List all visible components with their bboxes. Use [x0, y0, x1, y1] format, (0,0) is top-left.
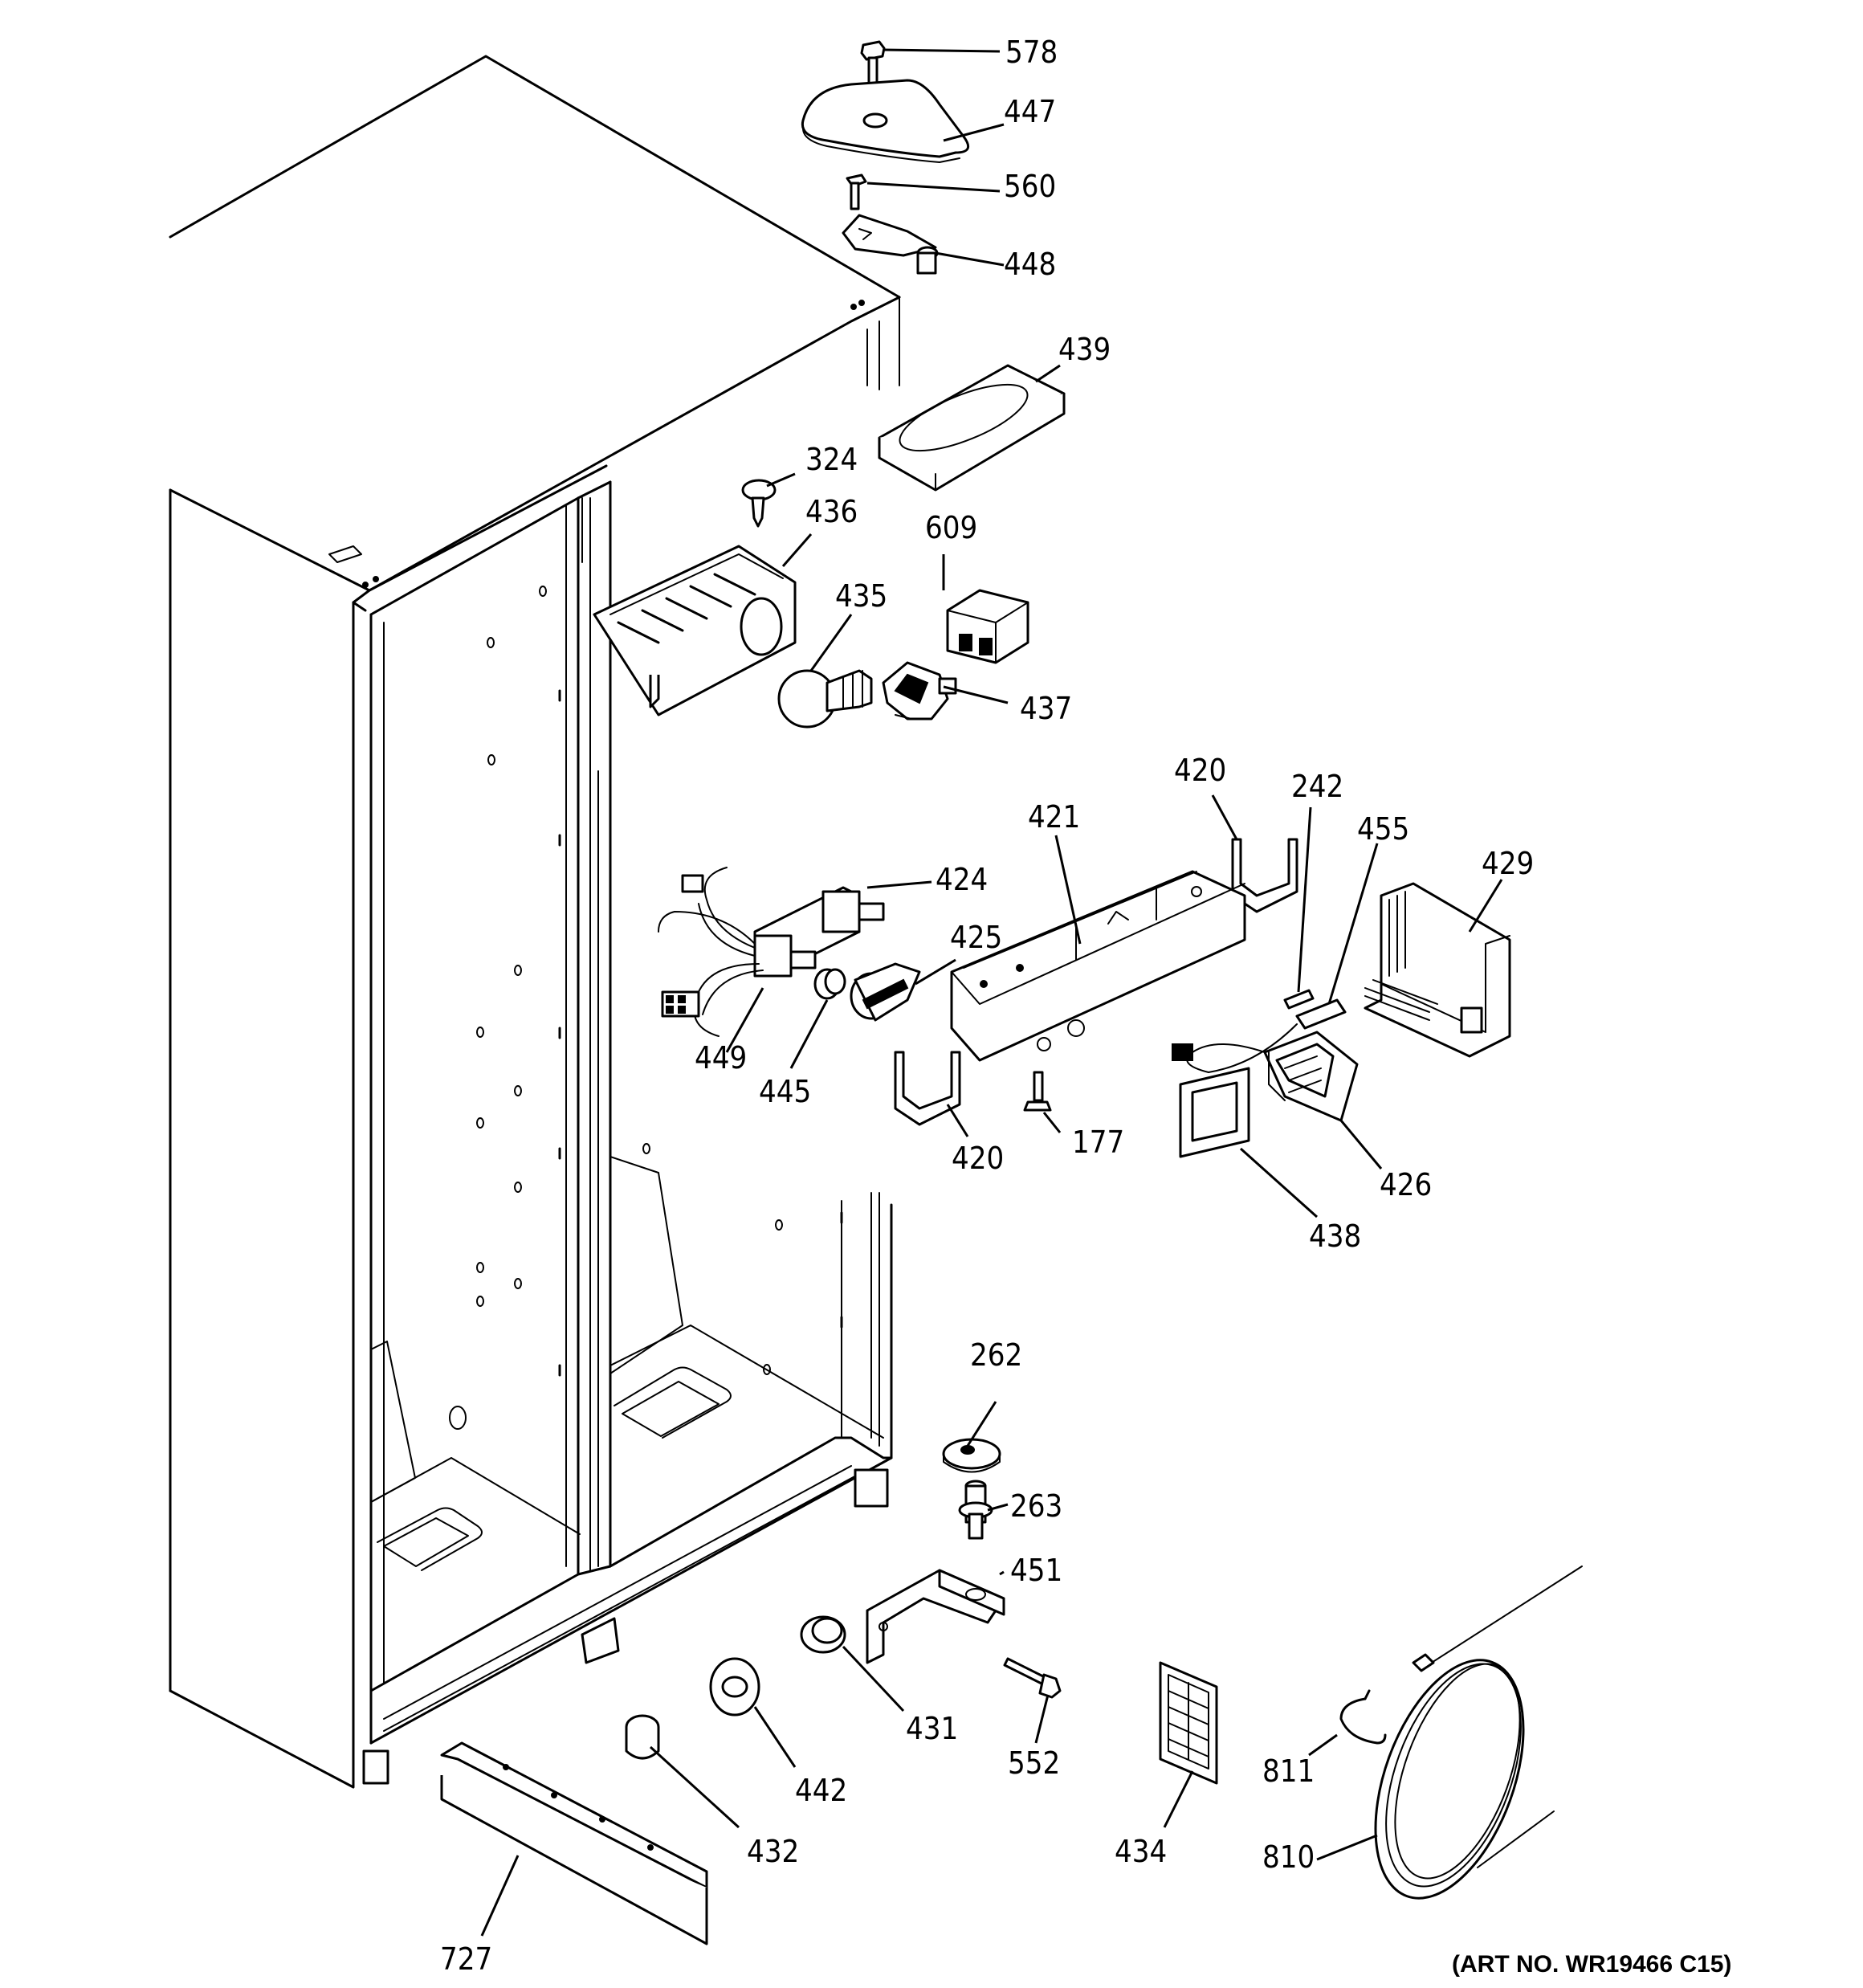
- callout-437: 437: [1020, 691, 1072, 726]
- part-448-hinge[interactable]: [842, 214, 939, 275]
- part-263-hinge-pin[interactable]: [958, 1480, 993, 1540]
- callout-810: 810: [1262, 1839, 1315, 1875]
- part-609-relay[interactable]: [946, 589, 1029, 664]
- callout-449: 449: [695, 1040, 747, 1076]
- part-451-bottom-hinge[interactable]: [866, 1569, 1005, 1664]
- callout-434: 434: [1115, 1834, 1167, 1869]
- part-438-frame[interactable]: [1179, 1067, 1250, 1158]
- callout-labels: 578 447 560 448 439 324 436 609 435 437 …: [440, 35, 1534, 1977]
- part-420-bracket-lower[interactable]: [894, 1051, 961, 1126]
- callout-424: 424: [936, 862, 988, 897]
- callout-429: 429: [1482, 846, 1534, 881]
- callout-811: 811: [1262, 1753, 1315, 1789]
- callout-609: 609: [925, 510, 977, 545]
- callout-324: 324: [805, 442, 858, 477]
- callout-438: 438: [1309, 1219, 1361, 1254]
- part-262-bushing[interactable]: [942, 1438, 1001, 1473]
- callout-242: 242: [1291, 769, 1343, 804]
- part-177-screw[interactable]: [1023, 1071, 1052, 1112]
- callout-447: 447: [1004, 94, 1056, 129]
- callout-445: 445: [759, 1074, 811, 1109]
- callout-448: 448: [1004, 247, 1056, 282]
- callout-420-lower: 420: [952, 1141, 1004, 1176]
- callout-436: 436: [805, 494, 858, 529]
- callout-420-upper: 420: [1174, 753, 1226, 788]
- part-442-roller[interactable]: [709, 1657, 760, 1717]
- part-560-screw[interactable]: [846, 173, 867, 210]
- part-435-light-bulb[interactable]: [777, 669, 873, 729]
- part-455-switch[interactable]: [1295, 998, 1347, 1030]
- part-439-light-shield[interactable]: [878, 364, 1066, 492]
- leader-lines: [480, 48, 1503, 1937]
- part-432-spacer[interactable]: [625, 1714, 660, 1760]
- wall-holes: [449, 586, 843, 1430]
- callout-262: 262: [970, 1337, 1022, 1373]
- callout-455: 455: [1357, 811, 1409, 847]
- part-424-thermostat[interactable]: [658, 867, 885, 1037]
- part-421-control-housing[interactable]: [950, 870, 1246, 1062]
- callout-439: 439: [1058, 332, 1111, 367]
- part-447-hinge-cover[interactable]: [801, 79, 970, 163]
- callout-552: 552: [1008, 1745, 1060, 1781]
- part-242-connector[interactable]: [1283, 989, 1315, 1010]
- part-420-bracket-upper[interactable]: [1231, 838, 1298, 913]
- part-437-light-socket[interactable]: [882, 661, 957, 720]
- part-810-water-line[interactable]: [1347, 1565, 1583, 1918]
- part-727-kickplate[interactable]: [440, 1741, 708, 1945]
- art-number: (ART NO. WR19466 C15): [1452, 1951, 1731, 1978]
- callout-426: 426: [1380, 1167, 1432, 1202]
- part-445-knob-insert[interactable]: [813, 968, 846, 1000]
- part-811-clip[interactable]: [1339, 1689, 1387, 1745]
- part-425-knob[interactable]: [850, 962, 921, 1022]
- callout-177: 177: [1072, 1125, 1124, 1160]
- callout-432: 432: [747, 1834, 799, 1869]
- callout-727: 727: [440, 1941, 492, 1977]
- part-434-grille[interactable]: [1159, 1661, 1218, 1785]
- callout-442: 442: [795, 1773, 847, 1808]
- part-436-light-housing[interactable]: [593, 545, 797, 716]
- refrigerator-cabinet: [169, 55, 901, 1789]
- part-429-cover[interactable]: [1364, 882, 1511, 1058]
- callout-435: 435: [835, 578, 887, 614]
- callout-560: 560: [1004, 169, 1056, 204]
- part-426-control-module[interactable]: [1172, 1023, 1359, 1122]
- callout-578: 578: [1005, 35, 1058, 70]
- callout-431: 431: [906, 1711, 958, 1746]
- callout-421: 421: [1028, 799, 1080, 835]
- part-431-roller[interactable]: [800, 1615, 846, 1654]
- part-578-screw[interactable]: [860, 40, 886, 88]
- part-552-screw[interactable]: [1003, 1657, 1062, 1699]
- callout-425: 425: [950, 920, 1002, 955]
- callout-263: 263: [1010, 1488, 1062, 1524]
- callout-451: 451: [1010, 1553, 1062, 1588]
- part-324-push-pin[interactable]: [741, 479, 777, 528]
